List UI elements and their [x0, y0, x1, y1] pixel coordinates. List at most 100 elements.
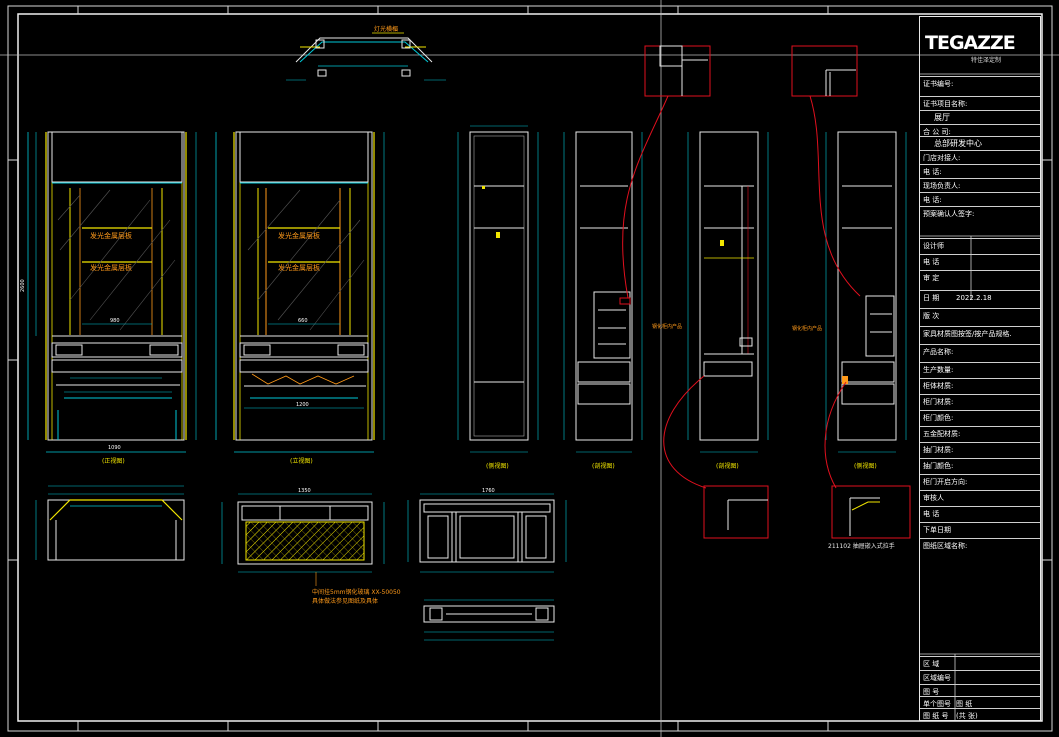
title-block-label: 单个图号 — [923, 700, 951, 708]
title-block-row: 抽门材质: — [920, 442, 1040, 455]
title-block-label: 柜门材质: — [923, 398, 954, 406]
title-block-label: 柜门颜色: — [923, 414, 954, 422]
title-block-row: 合 公 司: — [920, 124, 1040, 137]
cabinet-plan-strip — [423, 599, 555, 641]
label-callout-2: 钢化柜内产品 — [792, 325, 822, 332]
title-block-value: 展厅 — [934, 113, 950, 122]
dim-front-b-width: 1200 — [296, 402, 309, 408]
title-block-row: 版 次 — [920, 308, 1040, 321]
side-view-1 — [457, 125, 539, 453]
title-block-row: 展厅 — [920, 110, 1040, 123]
title-block-row: 产品名称: — [920, 344, 1040, 357]
title-block-row: 电 话: — [920, 164, 1040, 177]
title-block-row: 单个图号图 纸 — [920, 696, 1040, 709]
title-block-label: 合 公 司: — [923, 128, 951, 136]
title-block-row: 设计师 — [920, 238, 1040, 251]
title-block-row: 生产数量: — [920, 362, 1040, 375]
title-block-row: 图纸区域名称: — [920, 538, 1040, 551]
title-block-row: 总部研发中心 — [920, 136, 1040, 149]
title-block-row: 柜门材质: — [920, 394, 1040, 407]
title-block-label: 电 话 — [923, 510, 940, 518]
detail-callouts — [622, 45, 911, 539]
inner-border — [17, 13, 1043, 722]
title-block-label: 五金配材质: — [923, 430, 961, 438]
front-view-b — [215, 131, 385, 453]
logo-text: TEGAZZE — [925, 32, 1016, 54]
dim-front-a-height: 2600 — [20, 279, 26, 292]
title-block-label: 电 话 — [923, 258, 940, 266]
label-view-side-3: (剖视图) — [716, 462, 739, 470]
title-block-row: 下单日期 — [920, 522, 1040, 535]
title-block-label: 门店对接人: — [923, 154, 961, 162]
title-block-label: 区域编号 — [923, 674, 951, 682]
side-view-4 — [825, 131, 907, 453]
title-block-label: 图 号 — [923, 688, 940, 696]
title-block-row: 审 定 — [920, 270, 1040, 283]
title-block-label: 电 话: — [923, 196, 942, 204]
title-block-row: 图 号 — [920, 684, 1040, 697]
title-block-row: 图 纸 号(共 张) — [920, 708, 1040, 721]
title-block-row: 区域编号 — [920, 670, 1040, 683]
title-block-row: 五金配材质: — [920, 426, 1040, 439]
title-block-row: 家具材质图按签/按产品规格. — [920, 326, 1040, 339]
title-block-label: 抽门材质: — [923, 446, 954, 454]
side-view-3 — [687, 131, 769, 453]
title-block-row: 日 期 2022.2.18 — [920, 290, 1040, 303]
side-view-2 — [563, 131, 643, 453]
label-view-side-2: (剖视图) — [592, 462, 615, 470]
label-top-hood: 灯光横楣 — [374, 25, 398, 33]
title-block-value: 2022.2.18 — [956, 294, 992, 302]
label-mid-note-2: 具体做法参见图纸及具体 — [312, 597, 378, 605]
title-block-grid — [919, 73, 1041, 721]
front-view-a — [27, 131, 197, 453]
dim-front-b-inner: 660 — [298, 318, 308, 324]
title-block-label: 审核人 — [923, 494, 944, 502]
label-view-side-4: (侧视图) — [854, 462, 877, 470]
title-block-row: 证书项目名称: — [920, 96, 1040, 109]
title-block-label: 柜体材质: — [923, 382, 954, 390]
title-block-row: 证书编号: — [920, 76, 1040, 89]
label-callout-1: 钢化柜内产品 — [652, 323, 682, 330]
dim-cabinet-width: 1760 — [482, 488, 495, 494]
title-block — [919, 16, 1041, 721]
title-block-label: 版 次 — [923, 312, 940, 320]
label-glass-c: 发光金属层板 — [278, 231, 320, 240]
title-block-label: 产品名称: — [923, 348, 954, 356]
title-block-row: 电 话: — [920, 192, 1040, 205]
title-block-row: 柜门开启方向: — [920, 474, 1040, 487]
title-block-label: 区 域 — [923, 660, 940, 668]
title-block-label: 现场负责人: — [923, 182, 961, 190]
title-block-row: 柜门颜色: — [920, 410, 1040, 423]
title-block-label: 电 话: — [923, 168, 942, 176]
title-block-row: 电 话 — [920, 506, 1040, 519]
title-block-row: 审核人 — [920, 490, 1040, 503]
title-block-row: 区 域 — [920, 656, 1040, 669]
dim-front-a-inner: 980 — [110, 318, 120, 324]
title-block-label: 证书编号: — [923, 80, 954, 88]
title-block-label: 证书项目名称: — [923, 100, 968, 108]
title-block-label: 预案确认人签字: — [923, 210, 975, 218]
logo-subtitle: 特佳泽定制 — [971, 57, 1002, 64]
title-block-row: 抽门颜色: — [920, 458, 1040, 471]
top-hood-plan — [286, 32, 446, 81]
label-glass-b: 发光金属层板 — [90, 263, 132, 272]
title-block-label: 图纸区域名称: — [923, 542, 968, 550]
plan-view-a — [35, 485, 185, 561]
dim-front-a-width: 1090 — [108, 445, 121, 451]
title-block-label: 生产数量: — [923, 366, 954, 374]
title-block-label: 日 期 — [923, 294, 940, 302]
title-block-value: 图 纸 — [956, 700, 973, 708]
border-ticks — [8, 6, 1052, 731]
title-block-row: 预案确认人签字: — [920, 206, 1040, 219]
outer-border — [7, 5, 1053, 732]
label-bottom-note: 211102 抽屉嵌入式拉手 — [828, 542, 895, 550]
title-block-label: 下单日期 — [923, 526, 951, 534]
title-block-label: 设计师 — [923, 242, 944, 250]
label-view-front-a: (正视图) — [102, 457, 125, 465]
title-block-value: 总部研发中心 — [934, 139, 982, 148]
label-glass-d: 发光金属层板 — [278, 263, 320, 272]
title-block-row: 电 话 — [920, 254, 1040, 267]
company-logo: TEGAZZE 特佳泽定制 — [921, 30, 1039, 66]
label-view-front-b: (立视图) — [290, 457, 313, 465]
